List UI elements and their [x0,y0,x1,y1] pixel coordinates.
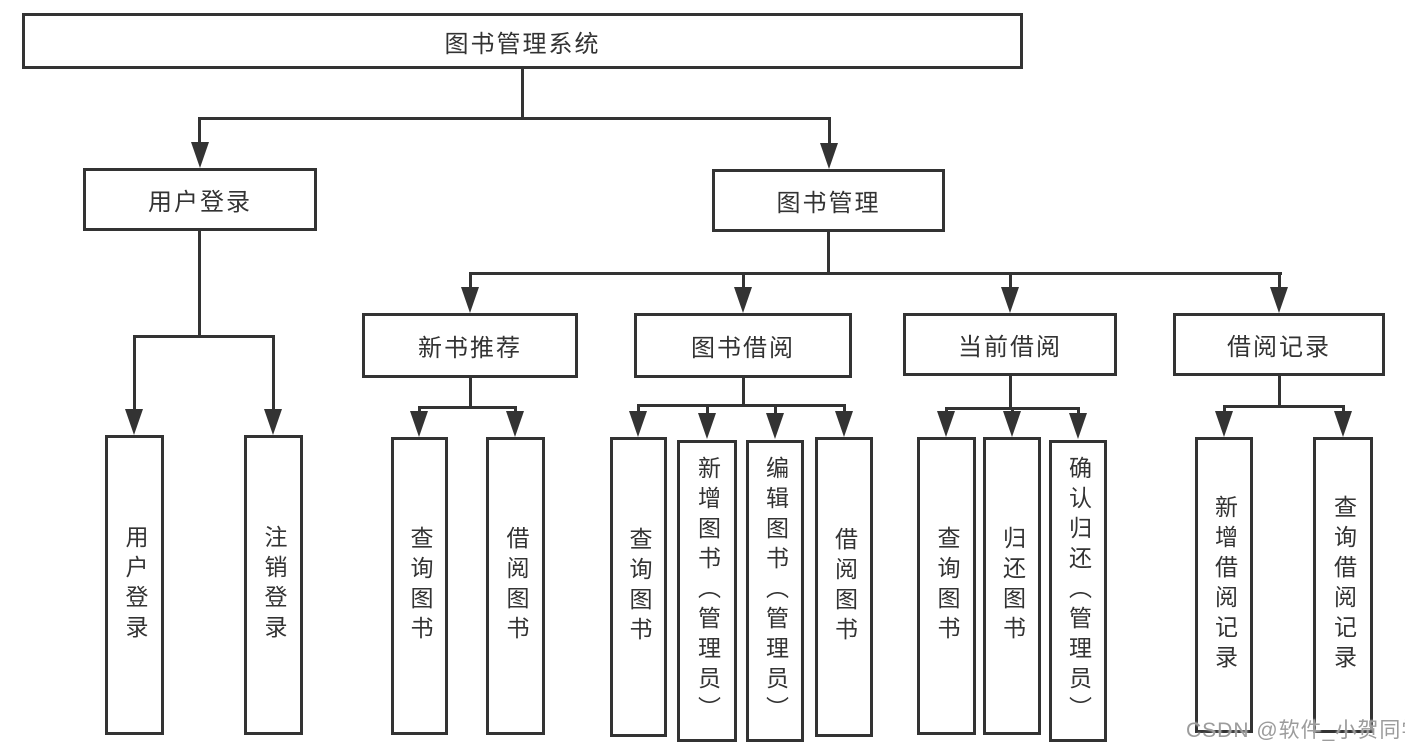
leaf-user-login: 用户登录 [105,435,164,735]
node-book-borrowing-label: 图书借阅 [691,335,795,362]
connector-book-borrowing-trunk [742,378,745,407]
connector-borrowing-records-trunk [1278,376,1281,408]
leaf-add-borrow-record-label: 新增借阅记录 [1211,495,1238,675]
leaf-logout: 注销登录 [244,435,303,735]
connector-drop-query-borrow-record [1342,405,1345,414]
node-book-management: 图书管理 [712,169,945,232]
arrowhead-user-login [191,142,209,168]
arrowhead-query-borrow-record [1334,411,1352,437]
leaf-query-books-borrowing: 查询图书 [610,437,667,737]
arrowhead-add-book-admin [698,413,716,439]
leaf-add-borrow-record: 新增借阅记录 [1195,437,1253,733]
leaf-query-books-recommend-label: 查询图书 [407,526,433,646]
leaf-edit-book-admin-label: 编辑图书（管理员） [762,456,789,726]
connector-drop-query-books-current [945,407,948,414]
node-book-borrowing: 图书借阅 [634,313,852,378]
arrowhead-book-borrowing [734,287,752,313]
node-current-borrowing-label: 当前借阅 [958,334,1062,361]
arrowhead-borrow-books-recommend [506,411,524,437]
connector-book-management-trunk [827,232,830,275]
connector-drop-edit-book-admin [774,404,777,414]
node-library-management-system: 图书管理系统 [22,13,1023,69]
connector-drop-book-borrowing [742,272,745,289]
leaf-confirm-return-admin: 确认归还（管理员） [1049,440,1107,742]
node-user-login: 用户登录 [83,168,317,231]
connector-drop-user-login [198,117,201,148]
connector-level1-hbar [198,117,831,120]
leaf-add-book-admin: 新增图书（管理员） [677,440,737,742]
connector-book-borrowing-hbar [637,404,846,407]
connector-root-trunk [521,69,524,119]
arrowhead-confirm-return-admin [1069,413,1087,439]
node-borrowing-records: 借阅记录 [1173,313,1385,376]
arrowhead-new-book-recommend [461,287,479,313]
connector-new-book-trunk [469,378,472,409]
csdn-watermark: CSDN @软件_小贺同学 [1186,719,1405,742]
connector-drop-borrowing-records [1278,272,1281,289]
arrowhead-query-books-recommend [410,411,428,437]
node-user-login-label: 用户登录 [148,189,252,216]
leaf-return-book-label: 归还图书 [999,526,1026,646]
connector-drop-leaf-logout [272,335,275,411]
arrowhead-leaf-user-login [125,409,143,435]
connector-drop-add-borrow-record [1223,405,1226,414]
leaf-query-borrow-record: 查询借阅记录 [1313,437,1373,733]
connector-drop-new-book-recommend [469,272,472,289]
arrowhead-query-books-borrowing [629,411,647,437]
leaf-query-books-borrowing-label: 查询图书 [626,527,652,647]
connector-user-login-trunk [198,231,201,338]
connector-drop-add-book-admin [706,404,709,414]
leaf-query-borrow-record-label: 查询借阅记录 [1330,495,1357,675]
connector-drop-borrow-books-recommend [514,406,517,414]
connector-borrowing-records-hbar [1223,405,1345,408]
leaf-query-books-recommend: 查询图书 [391,437,448,735]
node-current-borrowing: 当前借阅 [903,313,1117,376]
leaf-logout-label: 注销登录 [261,525,287,645]
leaf-query-books-current: 查询图书 [917,437,976,735]
arrowhead-book-management [820,143,838,169]
leaf-edit-book-admin: 编辑图书（管理员） [746,440,804,742]
leaf-borrow-books-recommend: 借阅图书 [486,437,545,735]
leaf-confirm-return-admin-label: 确认归还（管理员） [1065,456,1092,726]
node-borrowing-records-label: 借阅记录 [1227,334,1331,361]
arrowhead-current-borrowing [1001,287,1019,313]
arrowhead-borrowing-records [1270,287,1288,313]
leaf-add-book-admin-label: 新增图书（管理员） [694,456,721,726]
connector-current-borrowing-trunk [1009,376,1012,410]
leaf-borrow-books-borrowing-label: 借阅图书 [831,527,858,647]
leaf-query-books-current-label: 查询图书 [934,526,960,646]
node-book-management-label: 图书管理 [776,190,881,217]
node-library-management-system-label: 图书管理系统 [444,30,601,58]
connector-drop-return-book [1011,407,1014,414]
arrowhead-leaf-logout [264,409,282,435]
arrowhead-add-borrow-record [1215,411,1233,437]
arrowhead-query-books-current [937,411,955,437]
connector-drop-query-books-borrowing [637,404,640,414]
connector-drop-leaf-user-login [133,335,136,411]
node-new-book-recommend: 新书推荐 [362,313,578,378]
arrowhead-return-book [1003,411,1021,437]
arrowhead-edit-book-admin [766,413,784,439]
arrowhead-borrow-books-borrowing [835,411,853,437]
connector-drop-current-borrowing [1009,272,1012,289]
leaf-borrow-books-recommend-label: 借阅图书 [503,526,529,646]
node-new-book-recommend-label: 新书推荐 [418,335,522,362]
leaf-user-login-label: 用户登录 [122,525,148,645]
connector-drop-confirm-return-admin [1077,407,1080,414]
leaf-return-book: 归还图书 [983,437,1041,735]
leaf-borrow-books-borrowing: 借阅图书 [815,437,873,737]
connector-drop-borrow-books-borrowing [843,404,846,414]
connector-user-login-hbar [133,335,275,338]
connector-new-book-hbar [418,406,517,409]
connector-level2-hbar [469,272,1282,275]
connector-drop-query-books-recommend [418,406,421,414]
connector-drop-book-management [828,117,831,148]
